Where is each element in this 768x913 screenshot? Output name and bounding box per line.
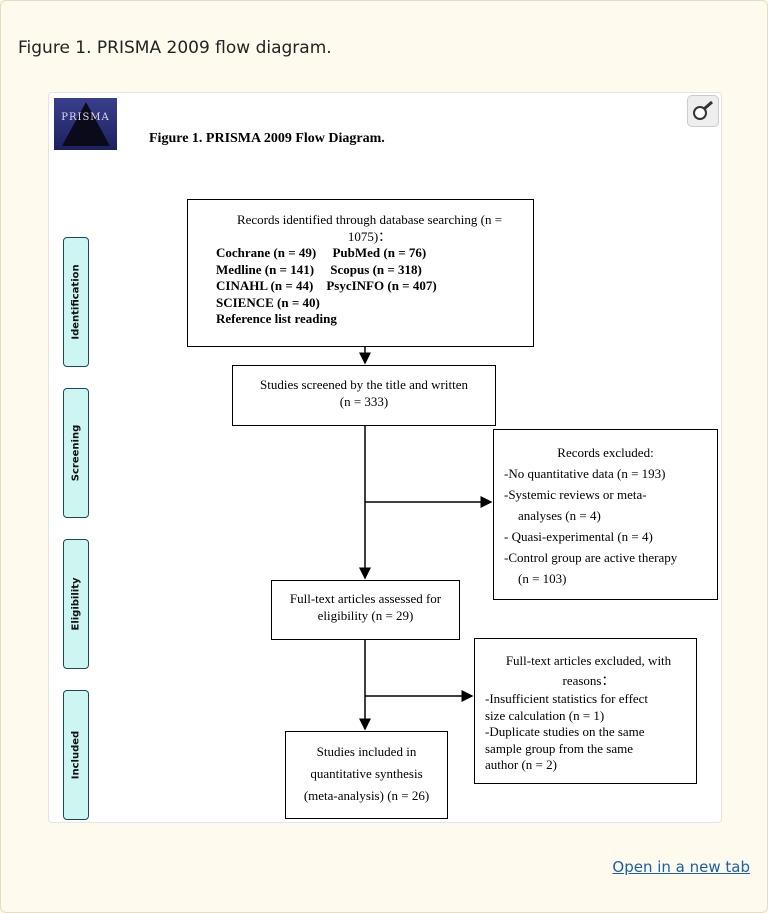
identification-row1: Cochrane (n = 49) PubMed (n = 76) bbox=[216, 245, 523, 262]
included-line2: quantitative synthesis bbox=[310, 766, 423, 781]
figure-caption: Figure 1. PRISMA 2009 flow diagram. bbox=[18, 38, 332, 58]
db-psycinfo: PsycINFO (n = 407) bbox=[326, 278, 437, 293]
db-scopus: Scopus (n = 318) bbox=[330, 261, 422, 277]
zoom-button[interactable] bbox=[687, 95, 719, 127]
stage-screening: Screening bbox=[63, 388, 89, 518]
fulltext-line2: eligibility (n = 29) bbox=[317, 607, 414, 623]
fulltext-excluded-item1b: size calculation (n = 1) bbox=[485, 707, 605, 723]
prisma-logo: PRISMA bbox=[54, 98, 117, 150]
included-line3: (meta-analysis) (n = 26) bbox=[303, 788, 430, 803]
identification-row3: CINAHL (n = 44) PsycINFO (n = 407) bbox=[216, 278, 523, 295]
db-science: SCIENCE (n = 40) bbox=[216, 294, 320, 310]
fulltext-line1: Full-text articles assessed for bbox=[289, 591, 442, 606]
logo-triangle bbox=[62, 102, 110, 146]
figure-image[interactable]: PRISMA Figure 1. PRISMA 2009 Flow Diagra… bbox=[48, 92, 722, 823]
fulltext-excluded-item2b: sample group from the same bbox=[485, 740, 634, 756]
fulltext-excluded-item1a: -Insufficient statistics for effect bbox=[485, 691, 649, 706]
db-medline: Medline (n = 141) bbox=[216, 261, 315, 277]
box-fulltext-assessed: Full-text articles assessed for eligibil… bbox=[271, 580, 460, 640]
fulltext-excluded-item2c: author (n = 2) bbox=[485, 757, 557, 772]
excluded-item3: - Quasi-experimental (n = 4) bbox=[504, 529, 653, 544]
fulltext-excluded-line1: Full-text articles excluded, with bbox=[505, 653, 672, 668]
excluded-item1: -No quantitative data (n = 193) bbox=[504, 466, 666, 481]
db-pubmed: PubMed (n = 76) bbox=[332, 245, 427, 260]
excluded-item4b: (n = 103) bbox=[518, 571, 567, 586]
box-records-excluded: Records excluded: -No quantitative data … bbox=[493, 429, 718, 600]
magnifier-icon bbox=[693, 100, 713, 120]
included-line1: Studies included in bbox=[316, 744, 417, 759]
excluded-item2a: -Systemic reviews or meta- bbox=[504, 487, 647, 502]
box-included: Studies included in quantitative synthes… bbox=[285, 731, 448, 819]
identification-line1: Records identified through database sear… bbox=[236, 212, 503, 227]
db-cochrane: Cochrane (n = 49) bbox=[216, 245, 317, 260]
diagram-title: Figure 1. PRISMA 2009 Flow Diagram. bbox=[149, 131, 385, 146]
box-fulltext-excluded: Full-text articles excluded, with reason… bbox=[474, 638, 697, 784]
excluded-item4a: -Control group are active therapy bbox=[504, 550, 678, 565]
fulltext-excluded-item2a: -Duplicate studies on the same bbox=[485, 724, 645, 739]
open-in-new-tab-link[interactable]: Open in a new tab bbox=[612, 858, 750, 876]
fulltext-excluded-line2: reasons： bbox=[562, 673, 615, 688]
flow-arrows bbox=[359, 346, 493, 731]
stage-included: Included bbox=[63, 690, 89, 820]
identification-row2: Medline (n = 141) Scopus (n = 318) bbox=[216, 262, 523, 279]
excluded-title: Records excluded: bbox=[557, 445, 654, 460]
db-cinahl: CINAHL (n = 44) bbox=[216, 278, 314, 293]
box-identification: Records identified through database sear… bbox=[187, 199, 534, 347]
stage-eligibility: Eligibility bbox=[63, 539, 89, 669]
screened-line1: Studies screened by the title and writte… bbox=[260, 377, 468, 392]
screened-line2: (n = 333) bbox=[339, 393, 389, 409]
logo-text: PRISMA bbox=[61, 112, 110, 123]
stage-identification: Identification bbox=[63, 237, 89, 367]
reference-list-reading: Reference list reading bbox=[216, 311, 337, 326]
box-screened: Studies screened by the title and writte… bbox=[232, 365, 496, 426]
identification-line2: 1075)： bbox=[347, 228, 392, 244]
excluded-item2b: analyses (n = 4) bbox=[518, 508, 601, 523]
